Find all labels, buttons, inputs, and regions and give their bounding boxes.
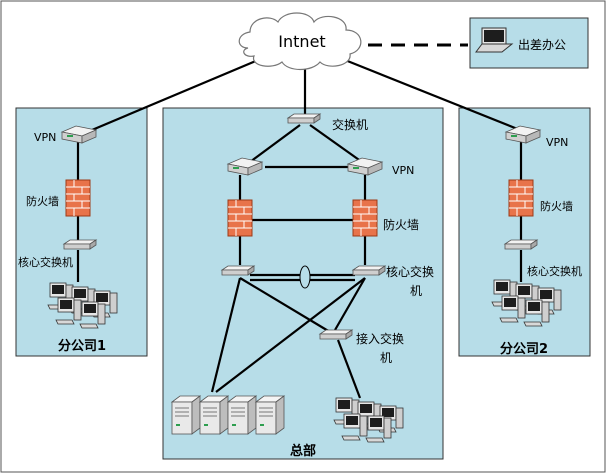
branch1-panel — [15, 107, 148, 357]
remote-office-label: 出差办公 — [518, 37, 566, 52]
internet-cloud: Intnet — [238, 12, 362, 71]
hq-firewall-left-icon — [227, 199, 253, 237]
branch1-vpn-label: VPN — [34, 131, 56, 144]
hq-core-switch-label-line2: 机 — [410, 284, 422, 298]
hq-title: 总部 — [290, 443, 316, 459]
hq-access-switch-icon — [319, 329, 353, 340]
hq-access-switch-label-line1: 接入交换 — [356, 331, 404, 346]
branch1-title: 分公司1 — [58, 338, 106, 354]
hq-top-switch-label: 交换机 — [332, 117, 368, 132]
branch2-firewall-label: 防火墙 — [540, 199, 573, 213]
branch2-panel — [458, 107, 591, 357]
branch1-core-switch-icon — [63, 239, 97, 250]
hq-access-switch-label-line2: 机 — [380, 351, 392, 365]
branch2-core-switch-label: 核心交换机 — [527, 264, 582, 278]
branch1-firewall-icon — [65, 179, 91, 217]
branch2-core-switch-icon — [504, 239, 538, 250]
hq-firewall-label: 防火墙 — [383, 217, 419, 232]
hq-core-switch-label-line1: 核心交换 — [386, 264, 434, 279]
hq-servers-icon — [171, 395, 285, 435]
branch1-core-switch-label: 核心交换机 — [18, 255, 73, 269]
link-aggregation-marker — [299, 265, 311, 289]
branch2-vpn-label: VPN — [546, 136, 568, 149]
hq-core-switch-right-icon — [352, 265, 386, 276]
branch1-firewall-label: 防火墙 — [26, 194, 59, 208]
hq-vpn-label: VPN — [392, 164, 414, 177]
branch2-firewall-icon — [508, 179, 534, 217]
hq-top-switch-icon — [287, 113, 321, 124]
branch2-title: 分公司2 — [500, 341, 548, 357]
hq-core-switch-left-icon — [221, 265, 255, 276]
internet-cloud-label: Intnet — [278, 32, 325, 51]
hq-firewall-right-icon — [352, 199, 378, 237]
